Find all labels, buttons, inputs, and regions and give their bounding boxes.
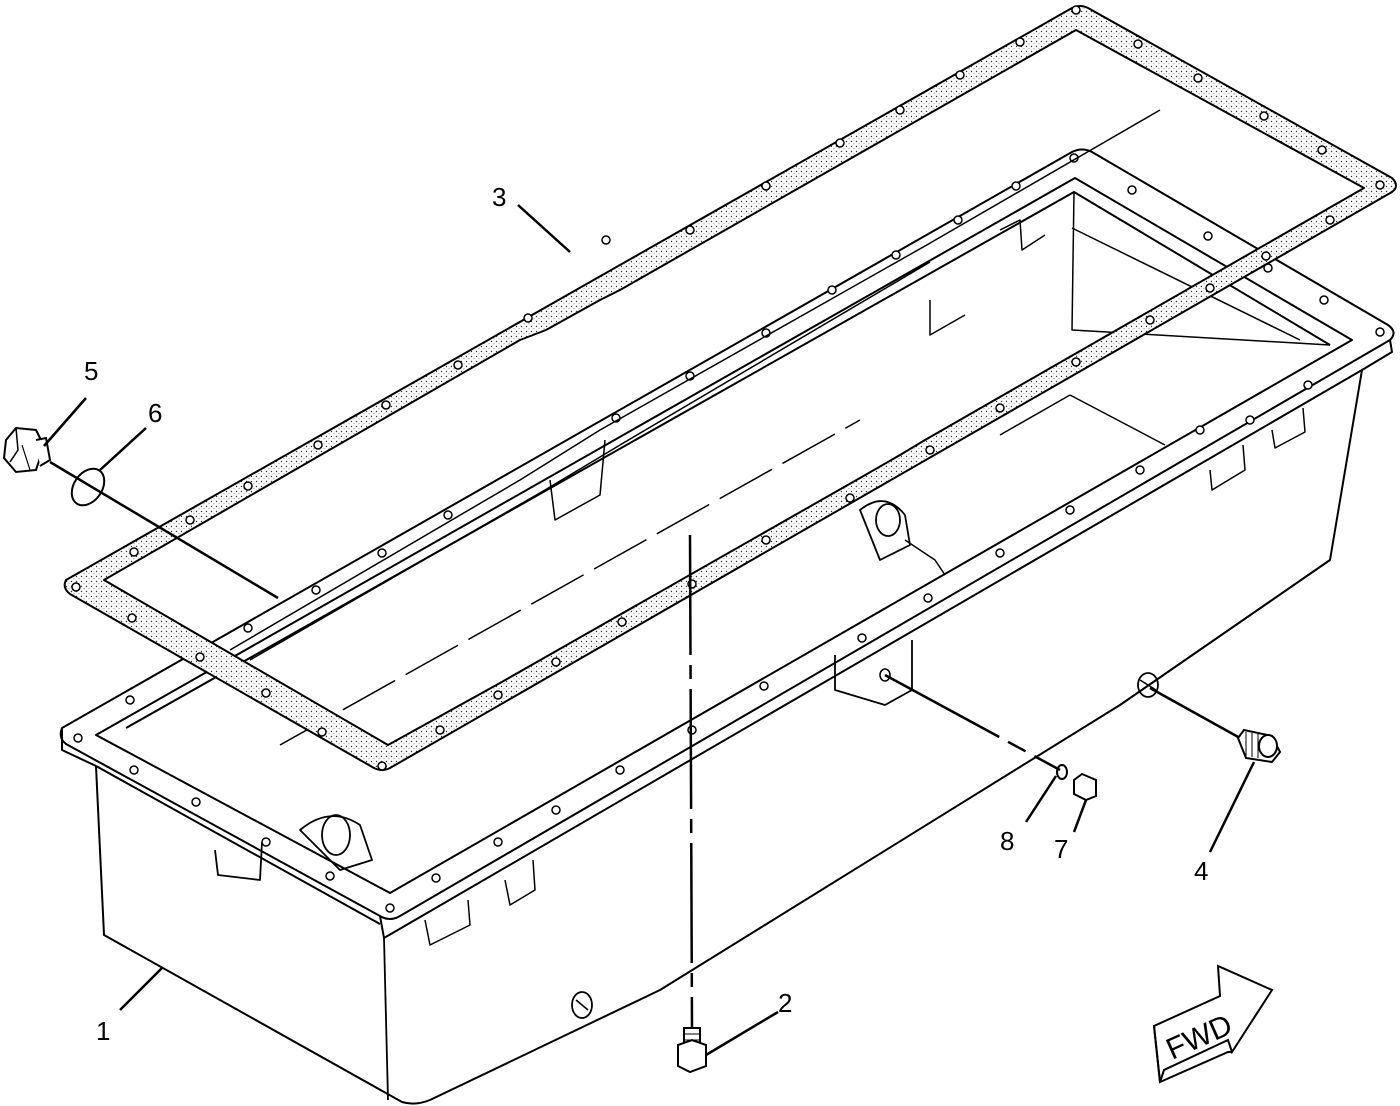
bolt-axis-line — [688, 534, 694, 1029]
oil-pan-flange-holes — [73, 153, 1385, 913]
washer — [1056, 764, 1068, 780]
oil-pan-body — [95, 369, 1363, 1105]
callout-8: 8 — [1000, 826, 1014, 856]
callout-4: 4 — [1194, 856, 1208, 886]
oil-pan-gasket — [63, 5, 1397, 771]
gasket-outer — [63, 5, 1397, 771]
gasket-holes — [71, 5, 1385, 771]
callout-2: 2 — [778, 988, 792, 1018]
callout-7: 7 — [1054, 834, 1068, 864]
pipe-plug — [1236, 728, 1282, 764]
o-ring — [70, 467, 106, 507]
bolt — [677, 1027, 707, 1074]
plug-axis — [1149, 686, 1241, 740]
leader-lines — [43, 204, 1256, 1057]
callout-1: 1 — [96, 1016, 110, 1046]
drain-plug-axis — [49, 460, 279, 600]
fwd-arrow: FWD — [1152, 964, 1274, 1084]
drain-plug — [2, 426, 52, 474]
callout-6: 6 — [148, 398, 162, 428]
small-plug-axis — [884, 673, 1061, 772]
oil-pan — [59, 148, 1395, 1105]
oil-pan-flange-inner — [95, 177, 1353, 894]
callout-3: 3 — [492, 182, 506, 212]
small-plug — [1073, 772, 1097, 802]
callout-5: 5 — [84, 356, 98, 386]
callouts: 1 2 3 4 5 6 7 8 — [84, 182, 1208, 1046]
oil-pan-flange-outer — [59, 148, 1395, 920]
